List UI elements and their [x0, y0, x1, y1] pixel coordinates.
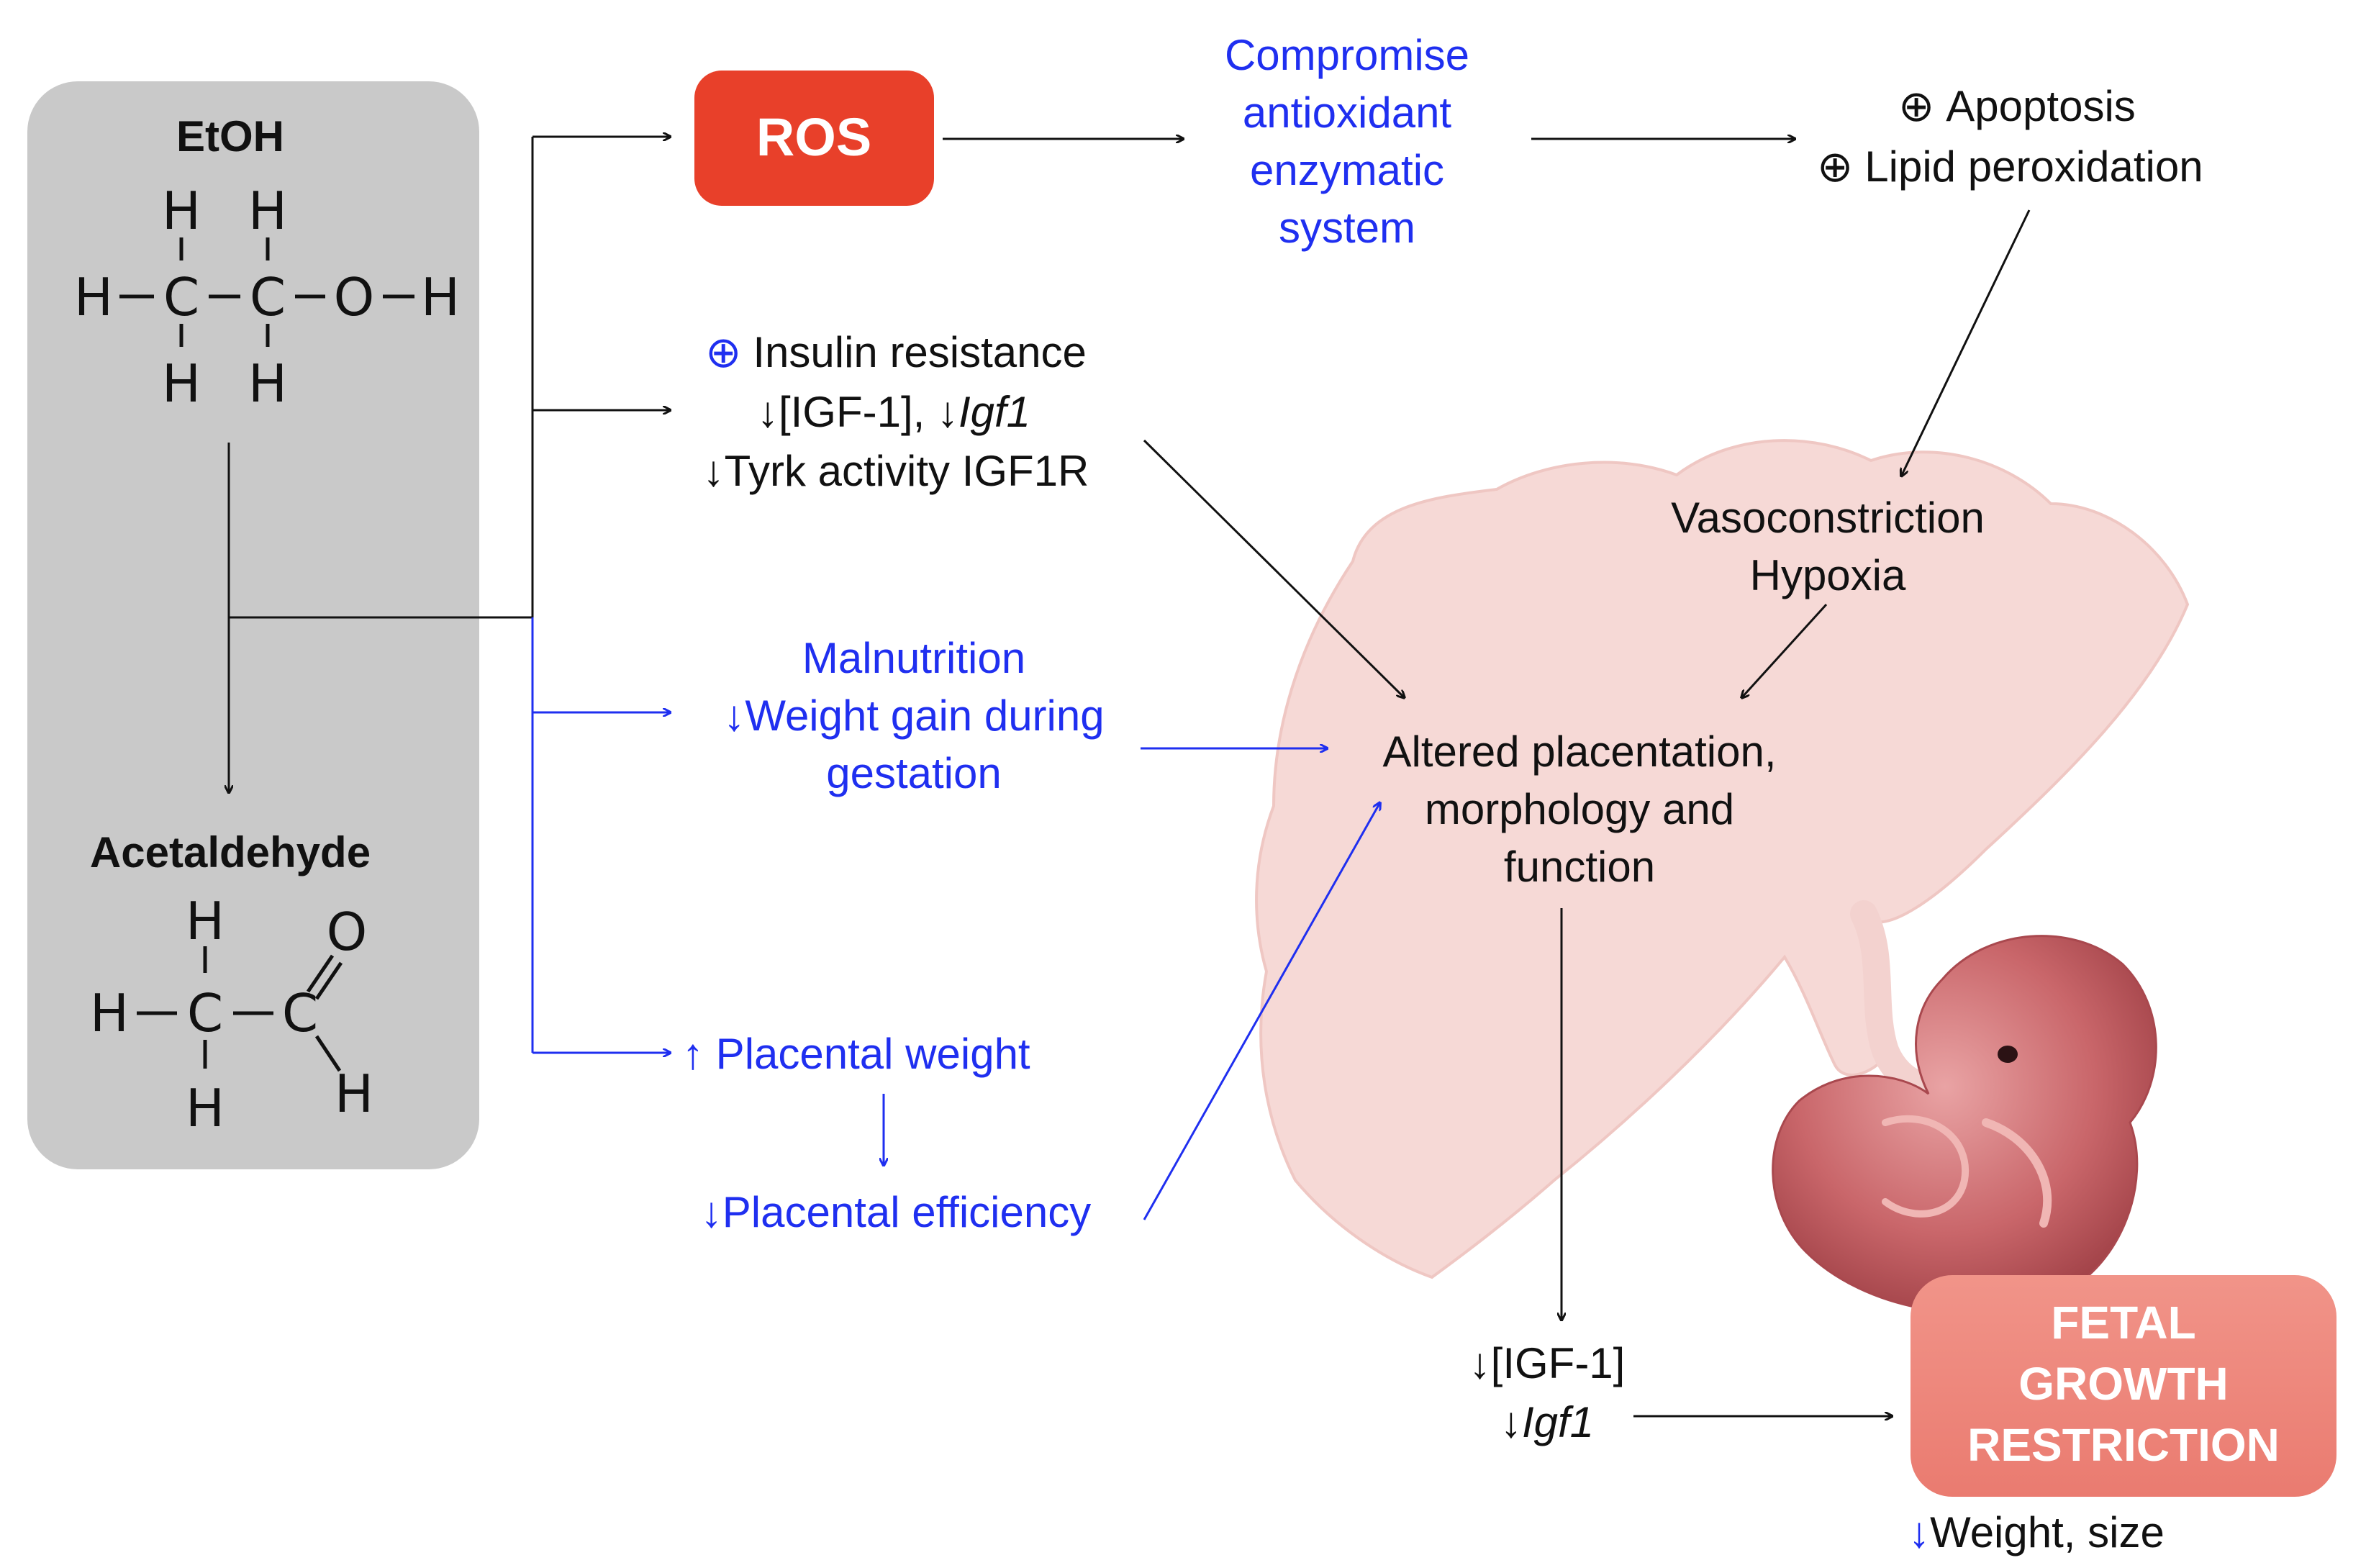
plus-circle-icon: ⊕	[705, 328, 741, 376]
atom-h: H	[335, 1064, 373, 1124]
atom-o: O	[327, 902, 368, 962]
fgr-box	[1911, 1275, 2336, 1497]
svg-text:↓[IGF-1], ↓Igf1: ↓[IGF-1], ↓Igf1	[757, 388, 1030, 436]
svg-text:Compromise: Compromise	[1225, 31, 1469, 79]
svg-text:⊕Lipid peroxidation: ⊕Lipid peroxidation	[1817, 142, 2203, 191]
atom-h: H	[74, 267, 113, 327]
vasoconstriction-text: Vasoconstriction Hypoxia	[1671, 494, 1985, 599]
svg-text:system: system	[1279, 204, 1415, 252]
atom-h: H	[186, 891, 225, 951]
placental-efficiency-text: ↓Placental efficiency	[701, 1188, 1092, 1236]
ros-label: ROS	[756, 107, 871, 167]
svg-text:⊕Apoptosis: ⊕Apoptosis	[1898, 82, 2136, 130]
svg-text:⊕Insulin resistance: ⊕Insulin resistance	[705, 328, 1087, 376]
plus-circle-icon: ⊕	[1817, 142, 1853, 191]
altered-placentation-text: Altered placentation, morphology and fun…	[1382, 728, 1776, 891]
svg-text:function: function	[1504, 843, 1655, 891]
svg-text:↓Weight gain during: ↓Weight gain during	[723, 692, 1104, 740]
insulin-text: ⊕Insulin resistance ↓[IGF-1], ↓Igf1 ↓Tyr…	[703, 328, 1089, 495]
atom-c: C	[163, 267, 199, 327]
atom-h: H	[186, 1078, 225, 1138]
antioxidant-text: Compromise antioxidant enzymatic system	[1225, 31, 1469, 252]
svg-text:Hypoxia: Hypoxia	[1750, 551, 1906, 599]
svg-text:↓[IGF-1]: ↓[IGF-1]	[1469, 1339, 1626, 1387]
placental-weight-text: ↑ Placental weight	[682, 1030, 1030, 1078]
svg-text:FETAL: FETAL	[2051, 1297, 2195, 1349]
svg-text:gestation: gestation	[826, 749, 1002, 797]
atom-o: O	[334, 267, 375, 327]
svg-text:enzymatic: enzymatic	[1250, 146, 1444, 194]
plus-circle-icon: ⊕	[1898, 82, 1934, 130]
svg-text:antioxidant: antioxidant	[1243, 89, 1452, 137]
ros-box	[694, 71, 934, 206]
svg-text:Malnutrition: Malnutrition	[802, 634, 1025, 682]
chemistry-panel	[27, 81, 479, 1169]
atom-h: H	[421, 267, 460, 327]
ethanol-structure: H H H C C O H H H	[74, 181, 460, 414]
malnutrition-text: Malnutrition ↓Weight gain during gestati…	[723, 634, 1104, 797]
atom-h: H	[248, 181, 287, 241]
svg-text:GROWTH: GROWTH	[2018, 1358, 2229, 1410]
svg-text:↓Igf1: ↓Igf1	[1500, 1398, 1594, 1446]
apoptosis-text: ⊕Apoptosis ⊕Lipid peroxidation	[1817, 82, 2203, 191]
svg-text:Vasoconstriction: Vasoconstriction	[1671, 494, 1985, 542]
weight-size-text: ↓Weight, size	[1908, 1508, 2165, 1556]
svg-text:↓Tyrk activity IGF1R: ↓Tyrk activity IGF1R	[703, 447, 1089, 495]
svg-text:RESTRICTION: RESTRICTION	[1967, 1419, 2280, 1471]
ethanol-name: EtOH	[176, 112, 284, 160]
connectors-blue	[531, 617, 1380, 1220]
connectors-black	[229, 137, 2031, 1416]
svg-text:morphology and: morphology and	[1425, 785, 1734, 833]
atom-h: H	[248, 353, 287, 414]
atom-c: C	[187, 983, 223, 1043]
acetaldehyde-name: Acetaldehyde	[90, 828, 371, 876]
atom-h: H	[162, 353, 201, 414]
svg-text:Altered placentation,: Altered placentation,	[1382, 728, 1776, 776]
atom-h: H	[162, 181, 201, 241]
atom-h: H	[90, 983, 129, 1043]
acetaldehyde-structure: H H C C O H H	[90, 891, 373, 1138]
fgr-label: FETAL GROWTH RESTRICTION	[1967, 1297, 2280, 1471]
atom-c: C	[282, 983, 318, 1043]
igf-bottom-text: ↓[IGF-1] ↓Igf1	[1469, 1339, 1626, 1446]
atom-c: C	[250, 267, 286, 327]
